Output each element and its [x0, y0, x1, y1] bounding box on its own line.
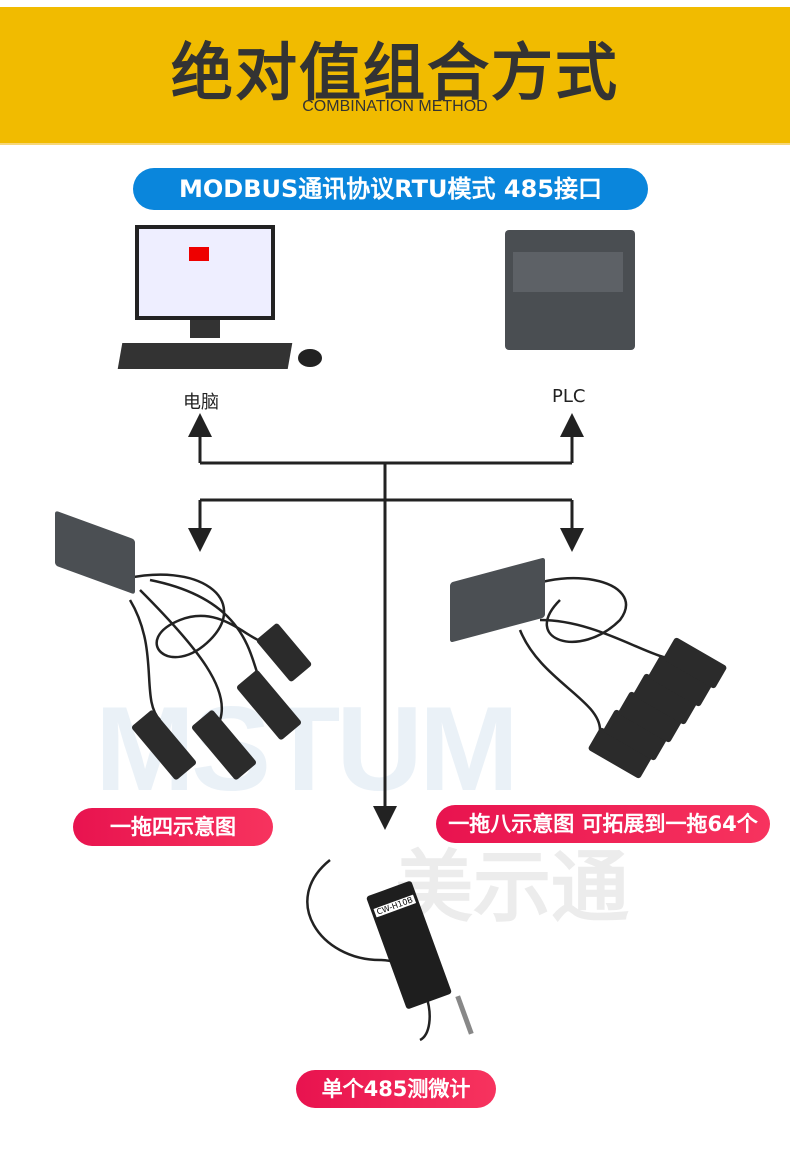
one-to-four-label: 一拖四示意图	[73, 808, 273, 846]
plc-label: PLC	[552, 386, 586, 407]
watermark-cn: 美示通	[395, 843, 630, 933]
sensor-array	[587, 636, 740, 780]
page-title: 绝对值组合方式	[170, 36, 619, 109]
computer-label: 电脑	[183, 392, 219, 413]
computer-image	[117, 225, 330, 375]
protocol-badge: MODBUS通讯协议RTU模式 485接口	[133, 168, 648, 210]
header-banner	[0, 7, 790, 145]
sensor-model-label: CW-H10B	[373, 894, 417, 918]
one-to-eight-label: 一拖八示意图 可拓展到一拖64个	[436, 805, 770, 843]
page-subtitle: COMBINATION METHOD	[302, 98, 488, 115]
plc-image	[505, 230, 635, 350]
single-sensor-label: 单个485测微计	[296, 1070, 496, 1108]
